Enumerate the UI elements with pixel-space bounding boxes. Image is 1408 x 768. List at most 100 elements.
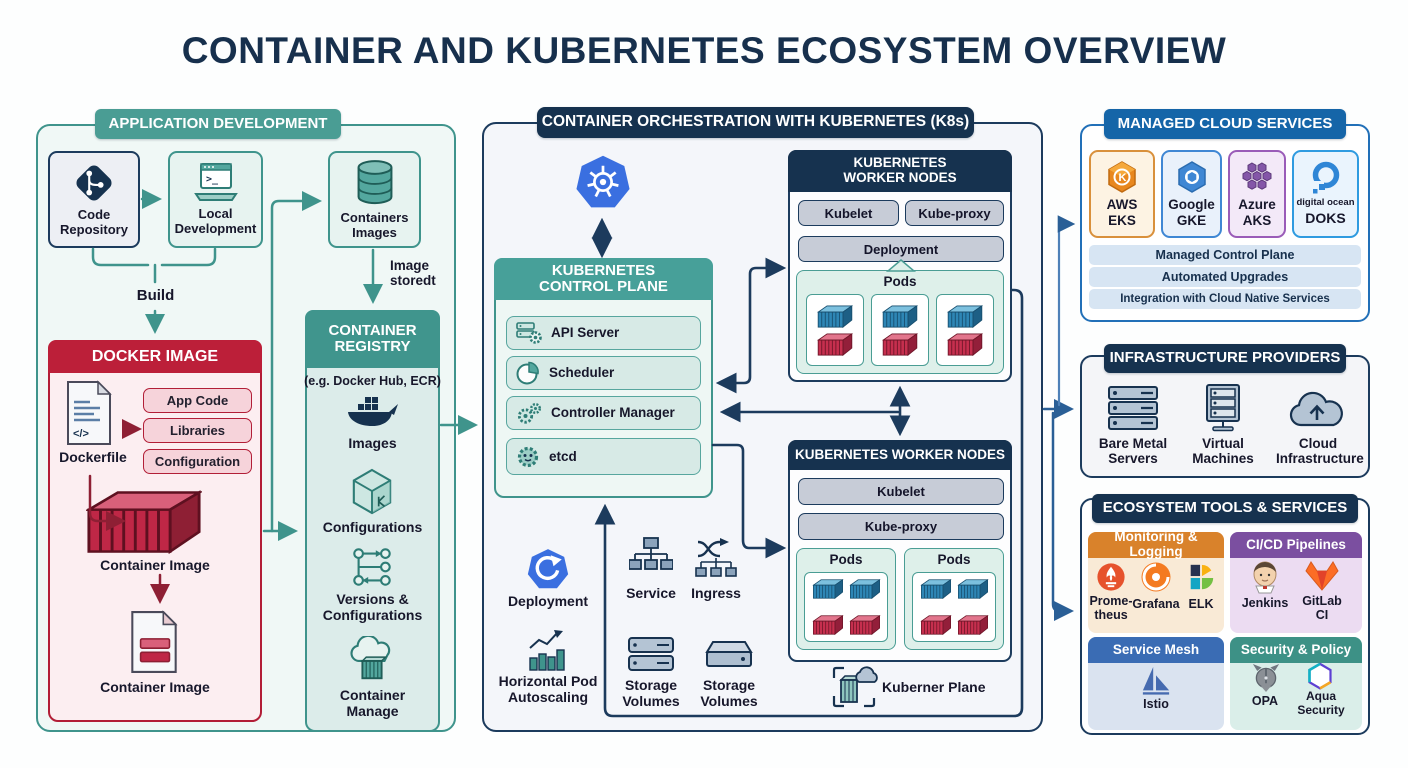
virtual-machines-label: Virtual Machines xyxy=(1192,436,1254,467)
grafana-label: Grafana xyxy=(1132,597,1180,611)
page-title: CONTAINER AND KUBERNETES ECOSYSTEM OVERV… xyxy=(181,30,1227,71)
pods-label-2a: Pods xyxy=(829,552,863,567)
controller-manager-row: Controller Manager xyxy=(506,396,701,430)
dockerfile-label: Dockerfile xyxy=(59,449,127,465)
elk-icon xyxy=(1190,564,1214,590)
aws-eks-card: K AWS EKS xyxy=(1089,150,1155,238)
aqua-icon xyxy=(1308,662,1332,690)
storage-stack-icon xyxy=(628,637,674,671)
container-blue-icon xyxy=(957,579,989,599)
build-label: Build xyxy=(136,287,175,304)
git-icon xyxy=(76,165,112,201)
kuberner-plane-label: Kuberner Plane xyxy=(882,679,986,695)
controller-manager-icon xyxy=(517,402,542,424)
istio-label: Istio xyxy=(1143,697,1169,711)
api-server-label: API Server xyxy=(551,325,620,341)
hpa-label: Horizontal Pod Autoscaling xyxy=(498,673,598,705)
opa-icon xyxy=(1252,664,1280,692)
digitalocean-doks-card: digital ocean DOKS xyxy=(1292,150,1359,238)
prometheus-icon xyxy=(1097,563,1125,591)
container-blue-icon xyxy=(849,579,881,599)
feature-managed-control-plane: Managed Control Plane xyxy=(1089,245,1361,265)
cloud-infrastructure-icon xyxy=(1289,391,1343,427)
container-blue-icon xyxy=(881,305,919,328)
mesh-header: Service Mesh xyxy=(1088,637,1224,663)
azure-aks-label: Azure AKS xyxy=(1238,197,1276,228)
pod-cell xyxy=(936,294,994,366)
pod-cell xyxy=(871,294,929,366)
digitalocean-doks-icon xyxy=(1312,161,1339,194)
container-red-icon xyxy=(849,615,881,635)
database-icon xyxy=(357,160,392,205)
storage-volumes-label-b: Storage Volumes xyxy=(700,677,758,709)
deployment-label: Deployment xyxy=(507,593,589,609)
dockerfile-icon: </> xyxy=(67,380,112,445)
deployment-pill: Deployment xyxy=(798,236,1004,262)
container-blue-icon xyxy=(812,579,844,599)
pod-cell xyxy=(804,572,888,642)
azure-aks-card: Azure AKS xyxy=(1228,150,1286,238)
container-red-icon xyxy=(881,333,919,356)
etcd-row: etcd xyxy=(506,438,701,475)
scheduler-row: Scheduler xyxy=(506,356,701,390)
local-development-label: Local Development xyxy=(174,206,257,236)
scheduler-icon xyxy=(516,361,539,385)
container-blue-icon xyxy=(946,305,984,328)
application-development-header: APPLICATION DEVELOPMENT xyxy=(95,109,341,139)
virtual-machines-icon xyxy=(1206,384,1240,432)
etcd-icon xyxy=(517,446,539,467)
gitlab-icon xyxy=(1305,561,1339,591)
opa-label: OPA xyxy=(1251,694,1279,708)
worker-nodes-2-header: KUBERNETES WORKER NODES xyxy=(788,440,1012,470)
digitalocean-brand-label: digital ocean xyxy=(1296,196,1355,208)
control-plane-header: KUBERNETES CONTROL PLANE xyxy=(494,258,713,300)
feature-cloud-native-integration: Integration with Cloud Native Services xyxy=(1089,289,1361,309)
etcd-label: etcd xyxy=(549,448,577,464)
kubelet-pill-1: Kubelet xyxy=(798,200,899,226)
pods-label-1: Pods xyxy=(883,274,917,289)
pod-cell xyxy=(806,294,864,366)
kubelet-pill-2: Kubelet xyxy=(798,478,1004,505)
kube-proxy-pill-1: Kube-proxy xyxy=(905,200,1004,226)
container-red-icon xyxy=(957,615,989,635)
registry-manage-label: Container Manage xyxy=(339,687,406,719)
aws-eks-icon: K xyxy=(1108,161,1136,194)
registry-subtitle: (e.g. Docker Hub, ECR) xyxy=(304,374,441,388)
api-server-row: API Server xyxy=(506,316,701,350)
container-blue-icon xyxy=(920,579,952,599)
storage-volumes-label-a: Storage Volumes xyxy=(622,677,680,709)
kuberner-plane-icon xyxy=(832,666,878,708)
code-repository-label: Code Repository xyxy=(60,207,128,237)
controller-manager-label: Controller Manager xyxy=(551,405,675,421)
ecosystem-header: ECOSYSTEM TOOLS & SERVICES xyxy=(1092,494,1358,523)
kubernetes-logo xyxy=(576,155,630,208)
digitalocean-doks-label: DOKS xyxy=(1305,210,1346,227)
bare-metal-label: Bare Metal Servers xyxy=(1098,436,1168,467)
container-red-icon xyxy=(920,615,952,635)
container-image-label: Container Image xyxy=(100,557,210,573)
container-doc-icon xyxy=(131,610,178,673)
azure-aks-icon xyxy=(1242,162,1272,190)
laptop-terminal-icon: >_ xyxy=(193,163,238,202)
service-icon xyxy=(629,537,673,570)
feature-automated-upgrades: Automated Upgrades xyxy=(1089,267,1361,287)
containers-images-card: Containers Images xyxy=(328,151,421,248)
istio-icon xyxy=(1142,666,1170,695)
pod-cell xyxy=(912,572,996,642)
registry-images-label: Images xyxy=(348,435,397,451)
kube-proxy-pill-2: Kube-proxy xyxy=(798,513,1004,540)
container-3d-icon xyxy=(86,490,202,554)
managed-cloud-header: MANAGED CLOUD SERVICES xyxy=(1104,109,1346,139)
libraries-pill: Libraries xyxy=(143,418,252,443)
local-development-card: >_ Local Development xyxy=(168,151,263,248)
infrastructure-header: INFRASTRUCTURE PROVIDERS xyxy=(1104,344,1346,373)
cube-icon xyxy=(352,468,392,515)
hpa-icon xyxy=(529,630,565,671)
container-blue-icon xyxy=(816,305,854,328)
orchestration-header: CONTAINER ORCHESTRATION WITH KUBERNETES … xyxy=(537,107,974,138)
grafana-icon xyxy=(1141,562,1171,592)
cloud-infrastructure-label: Cloud Infrastructure xyxy=(1276,436,1364,467)
ingress-icon xyxy=(695,538,737,577)
registry-configurations-label: Configurations xyxy=(322,519,423,535)
